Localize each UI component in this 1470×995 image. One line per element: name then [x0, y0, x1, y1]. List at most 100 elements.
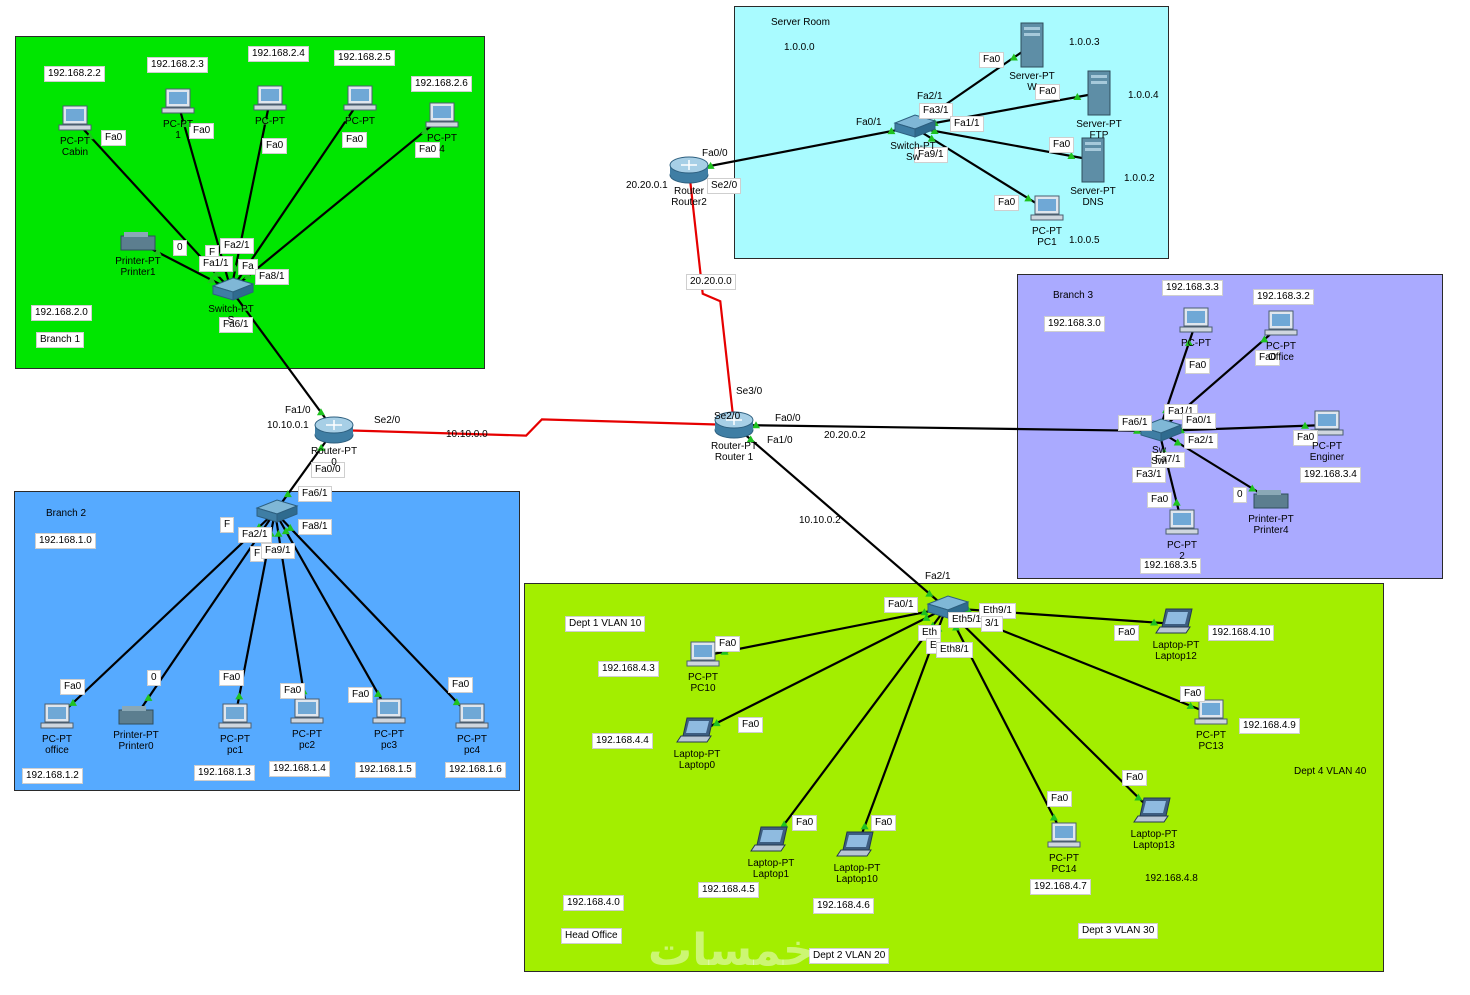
port-label: 3/1 — [981, 616, 1003, 632]
printer-icon[interactable] — [1253, 490, 1289, 509]
ethernet-link — [912, 91, 1100, 129]
port-label: Se2/0 — [374, 415, 401, 426]
switch-icon[interactable] — [211, 277, 255, 301]
pc-icon[interactable] — [1194, 699, 1228, 725]
link-status-indicator — [751, 421, 760, 429]
pc-icon[interactable] — [343, 85, 377, 111]
router-icon[interactable] — [314, 416, 354, 444]
port-label: F — [220, 517, 235, 533]
laptop-icon[interactable] — [1133, 797, 1171, 823]
device-type-label: Laptop-PT — [673, 749, 721, 760]
device-type-label: PC-PT — [42, 734, 72, 745]
ethernet-link — [274, 511, 473, 719]
port-label: Fa0 — [1122, 770, 1148, 786]
port-label: Fa0 — [342, 132, 368, 148]
ip-label: 192.168.4.9 — [1239, 718, 1300, 734]
device-type-label: PC-PT — [1032, 226, 1062, 237]
port-label: Fa9/1 — [914, 147, 948, 163]
device-name-label: Printer1 — [120, 267, 156, 278]
server-icon[interactable] — [1081, 137, 1105, 183]
pc-icon[interactable] — [1310, 410, 1344, 436]
pc-icon[interactable] — [218, 703, 252, 729]
port-label: Se2/0 — [714, 411, 741, 422]
server-room-area — [734, 6, 1169, 259]
ethernet-link — [230, 289, 335, 431]
port-label: Fa0 — [1035, 84, 1061, 100]
pc-icon[interactable] — [1165, 509, 1199, 535]
port-label: Fa0 — [280, 683, 306, 699]
link-status-indicator — [780, 820, 789, 828]
pc-icon[interactable] — [253, 85, 287, 111]
port-label: Fa0 — [1049, 137, 1075, 153]
device-name-label: office — [45, 745, 69, 756]
pc-icon[interactable] — [1264, 310, 1298, 336]
ethernet-link — [770, 607, 947, 843]
port-label: Fa0 — [871, 815, 897, 831]
port-label: Fa0 — [1114, 625, 1140, 641]
laptop-icon[interactable] — [750, 826, 788, 852]
port-label: Fa7/1 — [1151, 452, 1185, 468]
ip-label: 192.168.1.2 — [22, 768, 83, 784]
link-status-indicator — [712, 719, 721, 727]
link-status-indicator — [452, 698, 461, 706]
switch-icon[interactable] — [255, 499, 299, 523]
ethernet-link — [56, 511, 276, 719]
laptop-icon[interactable] — [676, 717, 714, 743]
pc-icon[interactable] — [686, 641, 720, 667]
pc-icon[interactable] — [1030, 195, 1064, 221]
device-name-label: Laptop1 — [752, 869, 790, 880]
port-label: Fa0 — [1255, 350, 1281, 366]
ip-label: 192.168.3.3 — [1162, 280, 1223, 296]
link-status-indicator — [922, 613, 931, 621]
port-label: Fa0 — [219, 670, 245, 686]
printer-icon[interactable] — [120, 232, 156, 251]
device-type-label: PC-PT — [255, 116, 285, 127]
pc-icon[interactable] — [58, 105, 92, 131]
port-label: Fa8/1 — [298, 519, 332, 535]
ip-label: 1.0.0.4 — [1128, 90, 1159, 101]
pc-icon[interactable] — [372, 698, 406, 724]
server-icon[interactable] — [1020, 22, 1044, 68]
port-label: Fa1/1 — [950, 116, 984, 132]
pc-icon[interactable] — [290, 698, 324, 724]
link-status-indicator — [316, 408, 325, 416]
server-icon[interactable] — [1087, 70, 1111, 116]
pc-icon[interactable] — [1179, 307, 1213, 333]
port-label: 0 — [1233, 487, 1247, 503]
pc-icon[interactable] — [455, 703, 489, 729]
link-status-indicator — [261, 117, 270, 125]
device-type-label: Router-PT — [710, 441, 758, 452]
device-name-label: pc1 — [226, 745, 244, 756]
router-icon[interactable] — [669, 156, 709, 184]
pc-icon[interactable] — [425, 102, 459, 128]
port-label: Fa0 — [189, 123, 215, 139]
device-type-label: Router — [673, 186, 705, 197]
laptop-icon[interactable] — [836, 831, 874, 857]
link-status-indicator — [283, 490, 292, 498]
port-label: Fa2/1 — [917, 91, 943, 102]
branch2-network-note: 192.168.1.0 — [35, 533, 96, 549]
printer-icon[interactable] — [118, 706, 154, 725]
device-type-label: PC-PT — [220, 734, 250, 745]
port-label: Fa0 — [738, 717, 764, 733]
device-type-label: Sw — [1152, 445, 1166, 456]
port-label: Fa1/1 — [199, 256, 233, 272]
device-name-label: Router 1 — [714, 452, 754, 463]
dept2-note: Dept 2 VLAN 20 — [809, 948, 890, 964]
pc-icon[interactable] — [161, 88, 195, 114]
laptop-icon[interactable] — [1155, 608, 1193, 634]
router1-branch3-ip-label: 20.20.0.2 — [824, 430, 866, 441]
pc-icon[interactable] — [40, 703, 74, 729]
pc-icon[interactable] — [1047, 822, 1081, 848]
router-icon[interactable] — [714, 411, 754, 439]
device-name-label: Laptop13 — [1133, 840, 1175, 851]
